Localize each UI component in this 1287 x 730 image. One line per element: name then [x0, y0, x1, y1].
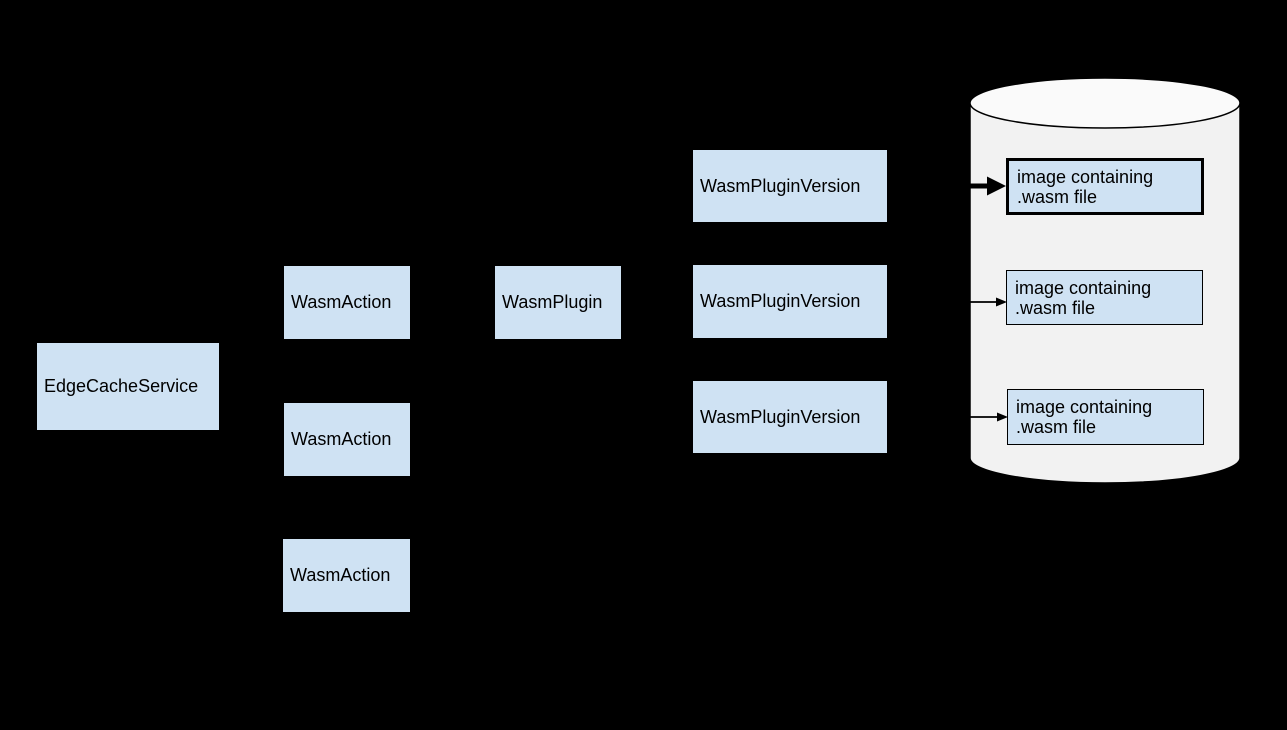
- registry-image-2: image containing .wasm file: [1006, 270, 1203, 325]
- node-wasm-plugin-version-1: WasmPluginVersion: [692, 149, 888, 223]
- node-wasm-action-2: WasmAction: [283, 402, 411, 477]
- arrow-version1-to-image1: [888, 176, 1006, 196]
- node-wasm-action-1: WasmAction: [283, 265, 411, 340]
- registry-image-1: image containing .wasm file: [1006, 158, 1204, 215]
- node-wasm-plugin-version-2: WasmPluginVersion: [692, 264, 888, 339]
- arrowhead-icon: [987, 176, 1006, 196]
- arrow-version2-to-image2: [888, 297, 1007, 307]
- arrowhead-icon: [996, 297, 1007, 307]
- arrowhead-icon: [997, 412, 1008, 422]
- arrow-version3-to-image3: [888, 412, 1008, 422]
- node-wasm-plugin-version-3: WasmPluginVersion: [692, 380, 888, 454]
- node-edge-cache-service: EdgeCacheService: [36, 342, 220, 431]
- node-wasm-plugin: WasmPlugin: [494, 265, 622, 340]
- node-wasm-action-3: WasmAction: [282, 538, 411, 613]
- registry-image-3: image containing .wasm file: [1007, 389, 1204, 445]
- registry-cylinder-top: [969, 77, 1241, 129]
